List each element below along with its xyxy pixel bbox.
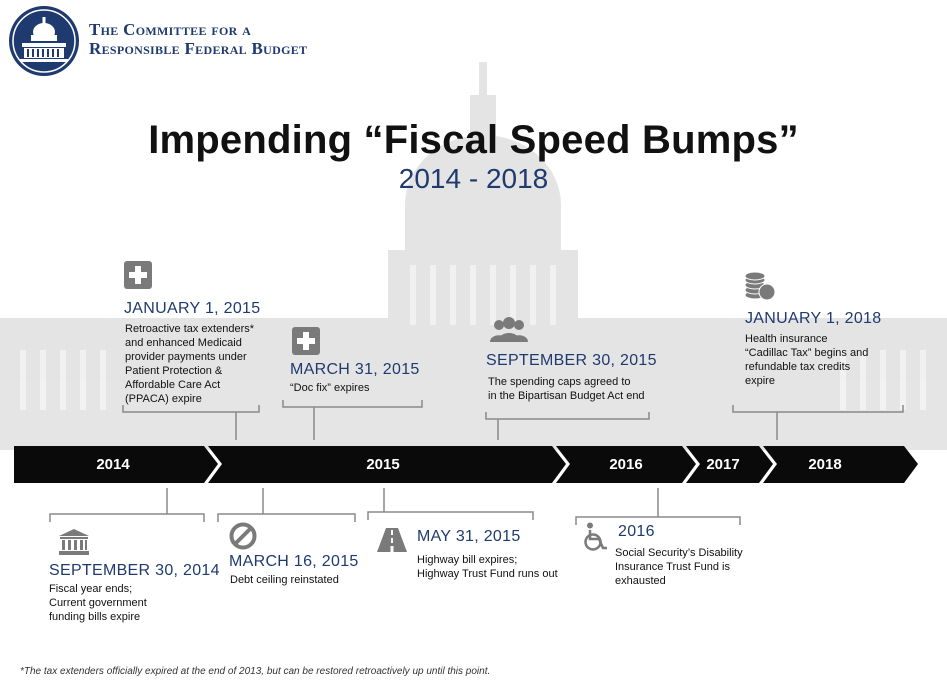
event-desc-mar16-2015: Debt ceiling reinstated [230, 574, 339, 586]
wheelchair-icon [584, 522, 607, 551]
organization-name-line2: Responsible Federal Budget [89, 39, 308, 58]
bracket-mar31-2015 [282, 400, 423, 440]
event-date-2016: 2016 [618, 523, 655, 540]
bracket-sep-2015 [485, 412, 650, 440]
event-desc-mar31-2015: “Doc fix” expires [290, 382, 370, 394]
bracket-may-2015 [367, 488, 534, 520]
year-label-2015: 2015 [366, 456, 400, 473]
event-desc-2016: Social Security’s Disability Insurance T… [615, 547, 743, 587]
event-date-jan-2018: JANUARY 1, 2018 [745, 310, 882, 327]
bracket-jan-2015 [122, 405, 260, 440]
year-label-2018: 2018 [808, 456, 842, 473]
bracket-sep-2014 [49, 488, 205, 522]
timeline-arrow-2017 [686, 446, 773, 483]
bracket-jan-2018 [732, 405, 904, 440]
medical-cross-icon [292, 327, 320, 355]
bracket-2016 [575, 488, 741, 525]
event-desc-sep-2015: The spending caps agreed to in the Bipar… [488, 376, 645, 402]
event-desc-jan-2015: Retroactive tax extenders* and enhanced … [125, 323, 255, 405]
event-desc-may-2015: Highway bill expires; Highway Trust Fund… [417, 554, 558, 580]
organization-name-line1: The Committee for a [89, 20, 252, 39]
highway-icon [377, 528, 407, 552]
people-icon [490, 317, 528, 342]
year-label-2016: 2016 [609, 456, 643, 473]
event-date-mar16-2015: MARCH 16, 2015 [229, 553, 359, 570]
event-date-may-2015: MAY 31, 2015 [417, 528, 521, 545]
organization-name: The Committee for a Responsible Federal … [89, 20, 307, 58]
timeline-arrow-2014 [14, 446, 218, 483]
event-desc-sep-2014: Fiscal year ends; Current government fun… [49, 583, 147, 623]
event-date-sep-2015: SEPTEMBER 30, 2015 [486, 352, 657, 369]
capitol-seal-logo [9, 6, 79, 76]
event-date-sep-2014: SEPTEMBER 30, 2014 [49, 562, 220, 579]
event-desc-jan-2018: Health insurance “Cadillac Tax” begins a… [745, 333, 869, 387]
footnote: *The tax extenders officially expired at… [20, 666, 491, 677]
timeline-arrow-2018 [763, 446, 918, 483]
medical-cross-icon [124, 261, 152, 289]
government-building-icon [59, 529, 89, 555]
coins-icon [744, 271, 776, 301]
page-subtitle: 2014 - 2018 [398, 163, 549, 194]
prohibited-icon [229, 522, 257, 550]
event-date-jan-2015: JANUARY 1, 2015 [124, 300, 261, 317]
timeline-arrow-2016 [556, 446, 696, 483]
timeline-arrow-2015 [208, 446, 566, 483]
year-label-2014: 2014 [96, 456, 130, 473]
bracket-mar16-2015 [217, 488, 356, 522]
year-label-2017: 2017 [706, 456, 740, 473]
event-date-mar31-2015: MARCH 31, 2015 [290, 361, 420, 378]
page-title: Impending “Fiscal Speed Bumps” [148, 118, 799, 162]
